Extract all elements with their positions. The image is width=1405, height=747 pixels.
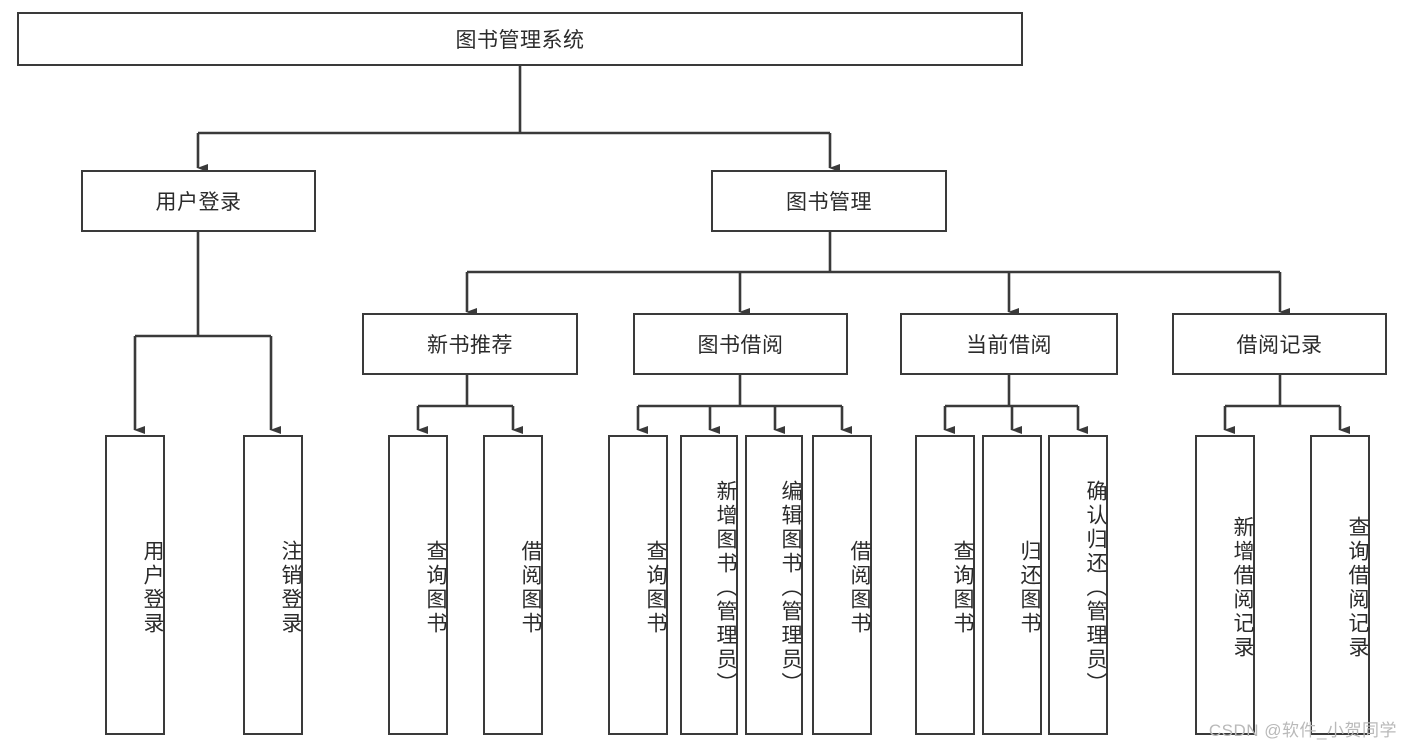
node-leaf-borrow-book-2-label: 借阅图书 [848, 540, 871, 636]
node-current-borrow[interactable]: 当前借阅 [900, 313, 1118, 375]
node-leaf-return-book[interactable]: 归还图书 [982, 435, 1042, 735]
node-book-management-label: 图书管理 [786, 191, 872, 214]
node-book-borrow-label: 图书借阅 [697, 334, 784, 357]
node-leaf-query-record-label: 查询借阅记录 [1346, 516, 1369, 660]
node-leaf-add-record[interactable]: 新增借阅记录 [1195, 435, 1255, 735]
node-leaf-confirm-return-label: 确认归还（管理员） [1084, 480, 1107, 696]
node-leaf-add-book-label: 新增图书（管理员） [714, 480, 737, 696]
node-leaf-return-book-label: 归还图书 [1018, 540, 1041, 636]
node-book-borrow[interactable]: 图书借阅 [633, 313, 848, 375]
node-leaf-confirm-return[interactable]: 确认归还（管理员） [1048, 435, 1108, 735]
csdn-watermark: CSDN @软件_小贺同学 [1208, 721, 1397, 740]
node-leaf-logout-login[interactable]: 注销登录 [243, 435, 303, 735]
node-leaf-borrow-book-1-label: 借阅图书 [519, 540, 542, 636]
node-leaf-query-book-3[interactable]: 查询图书 [915, 435, 975, 735]
node-new-book-recommend-label: 新书推荐 [427, 334, 513, 357]
node-leaf-add-book[interactable]: 新增图书（管理员） [680, 435, 738, 735]
node-borrow-record[interactable]: 借阅记录 [1172, 313, 1387, 375]
node-user-login[interactable]: 用户登录 [81, 170, 316, 232]
node-leaf-query-book-2[interactable]: 查询图书 [608, 435, 668, 735]
node-leaf-query-book-2-label: 查询图书 [644, 540, 667, 636]
node-leaf-user-login-label: 用户登录 [141, 540, 164, 636]
node-leaf-borrow-book-2[interactable]: 借阅图书 [812, 435, 872, 735]
node-leaf-query-book-3-label: 查询图书 [951, 540, 974, 636]
node-borrow-record-label: 借阅记录 [1236, 334, 1323, 357]
node-leaf-query-book-1[interactable]: 查询图书 [388, 435, 448, 735]
node-current-borrow-label: 当前借阅 [966, 334, 1052, 357]
node-leaf-logout-login-label: 注销登录 [279, 540, 302, 636]
node-leaf-add-record-label: 新增借阅记录 [1231, 516, 1254, 660]
node-leaf-edit-book-label: 编辑图书（管理员） [779, 480, 802, 696]
node-user-login-label: 用户登录 [155, 191, 242, 214]
node-leaf-query-book-1-label: 查询图书 [424, 540, 447, 636]
node-leaf-edit-book[interactable]: 编辑图书（管理员） [745, 435, 803, 735]
node-leaf-borrow-book-1[interactable]: 借阅图书 [483, 435, 543, 735]
node-root-label: 图书管理系统 [455, 29, 585, 52]
node-root[interactable]: 图书管理系统 [17, 12, 1023, 66]
node-book-management[interactable]: 图书管理 [711, 170, 947, 232]
node-new-book-recommend[interactable]: 新书推荐 [362, 313, 578, 375]
node-leaf-user-login[interactable]: 用户登录 [105, 435, 165, 735]
node-leaf-query-record[interactable]: 查询借阅记录 [1310, 435, 1370, 735]
